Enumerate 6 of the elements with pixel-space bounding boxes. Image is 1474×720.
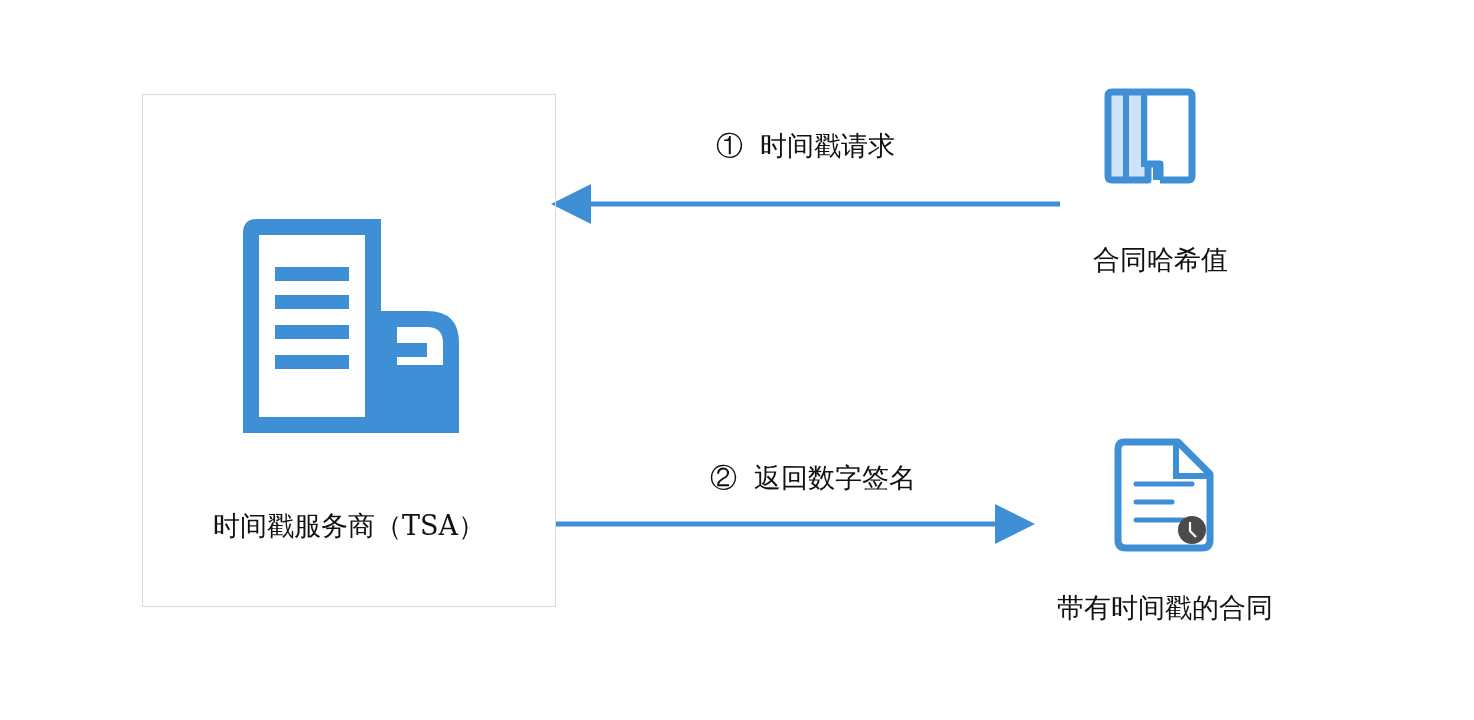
icon-caption: 带有时间戳的合同 bbox=[1057, 591, 1273, 625]
arrow bbox=[551, 184, 1060, 224]
arrow bbox=[556, 504, 1035, 544]
service-box bbox=[142, 94, 556, 607]
icon-caption: 合同哈希值 bbox=[1092, 243, 1228, 277]
box-title: 时间戳服务商（TSA） bbox=[213, 509, 485, 543]
